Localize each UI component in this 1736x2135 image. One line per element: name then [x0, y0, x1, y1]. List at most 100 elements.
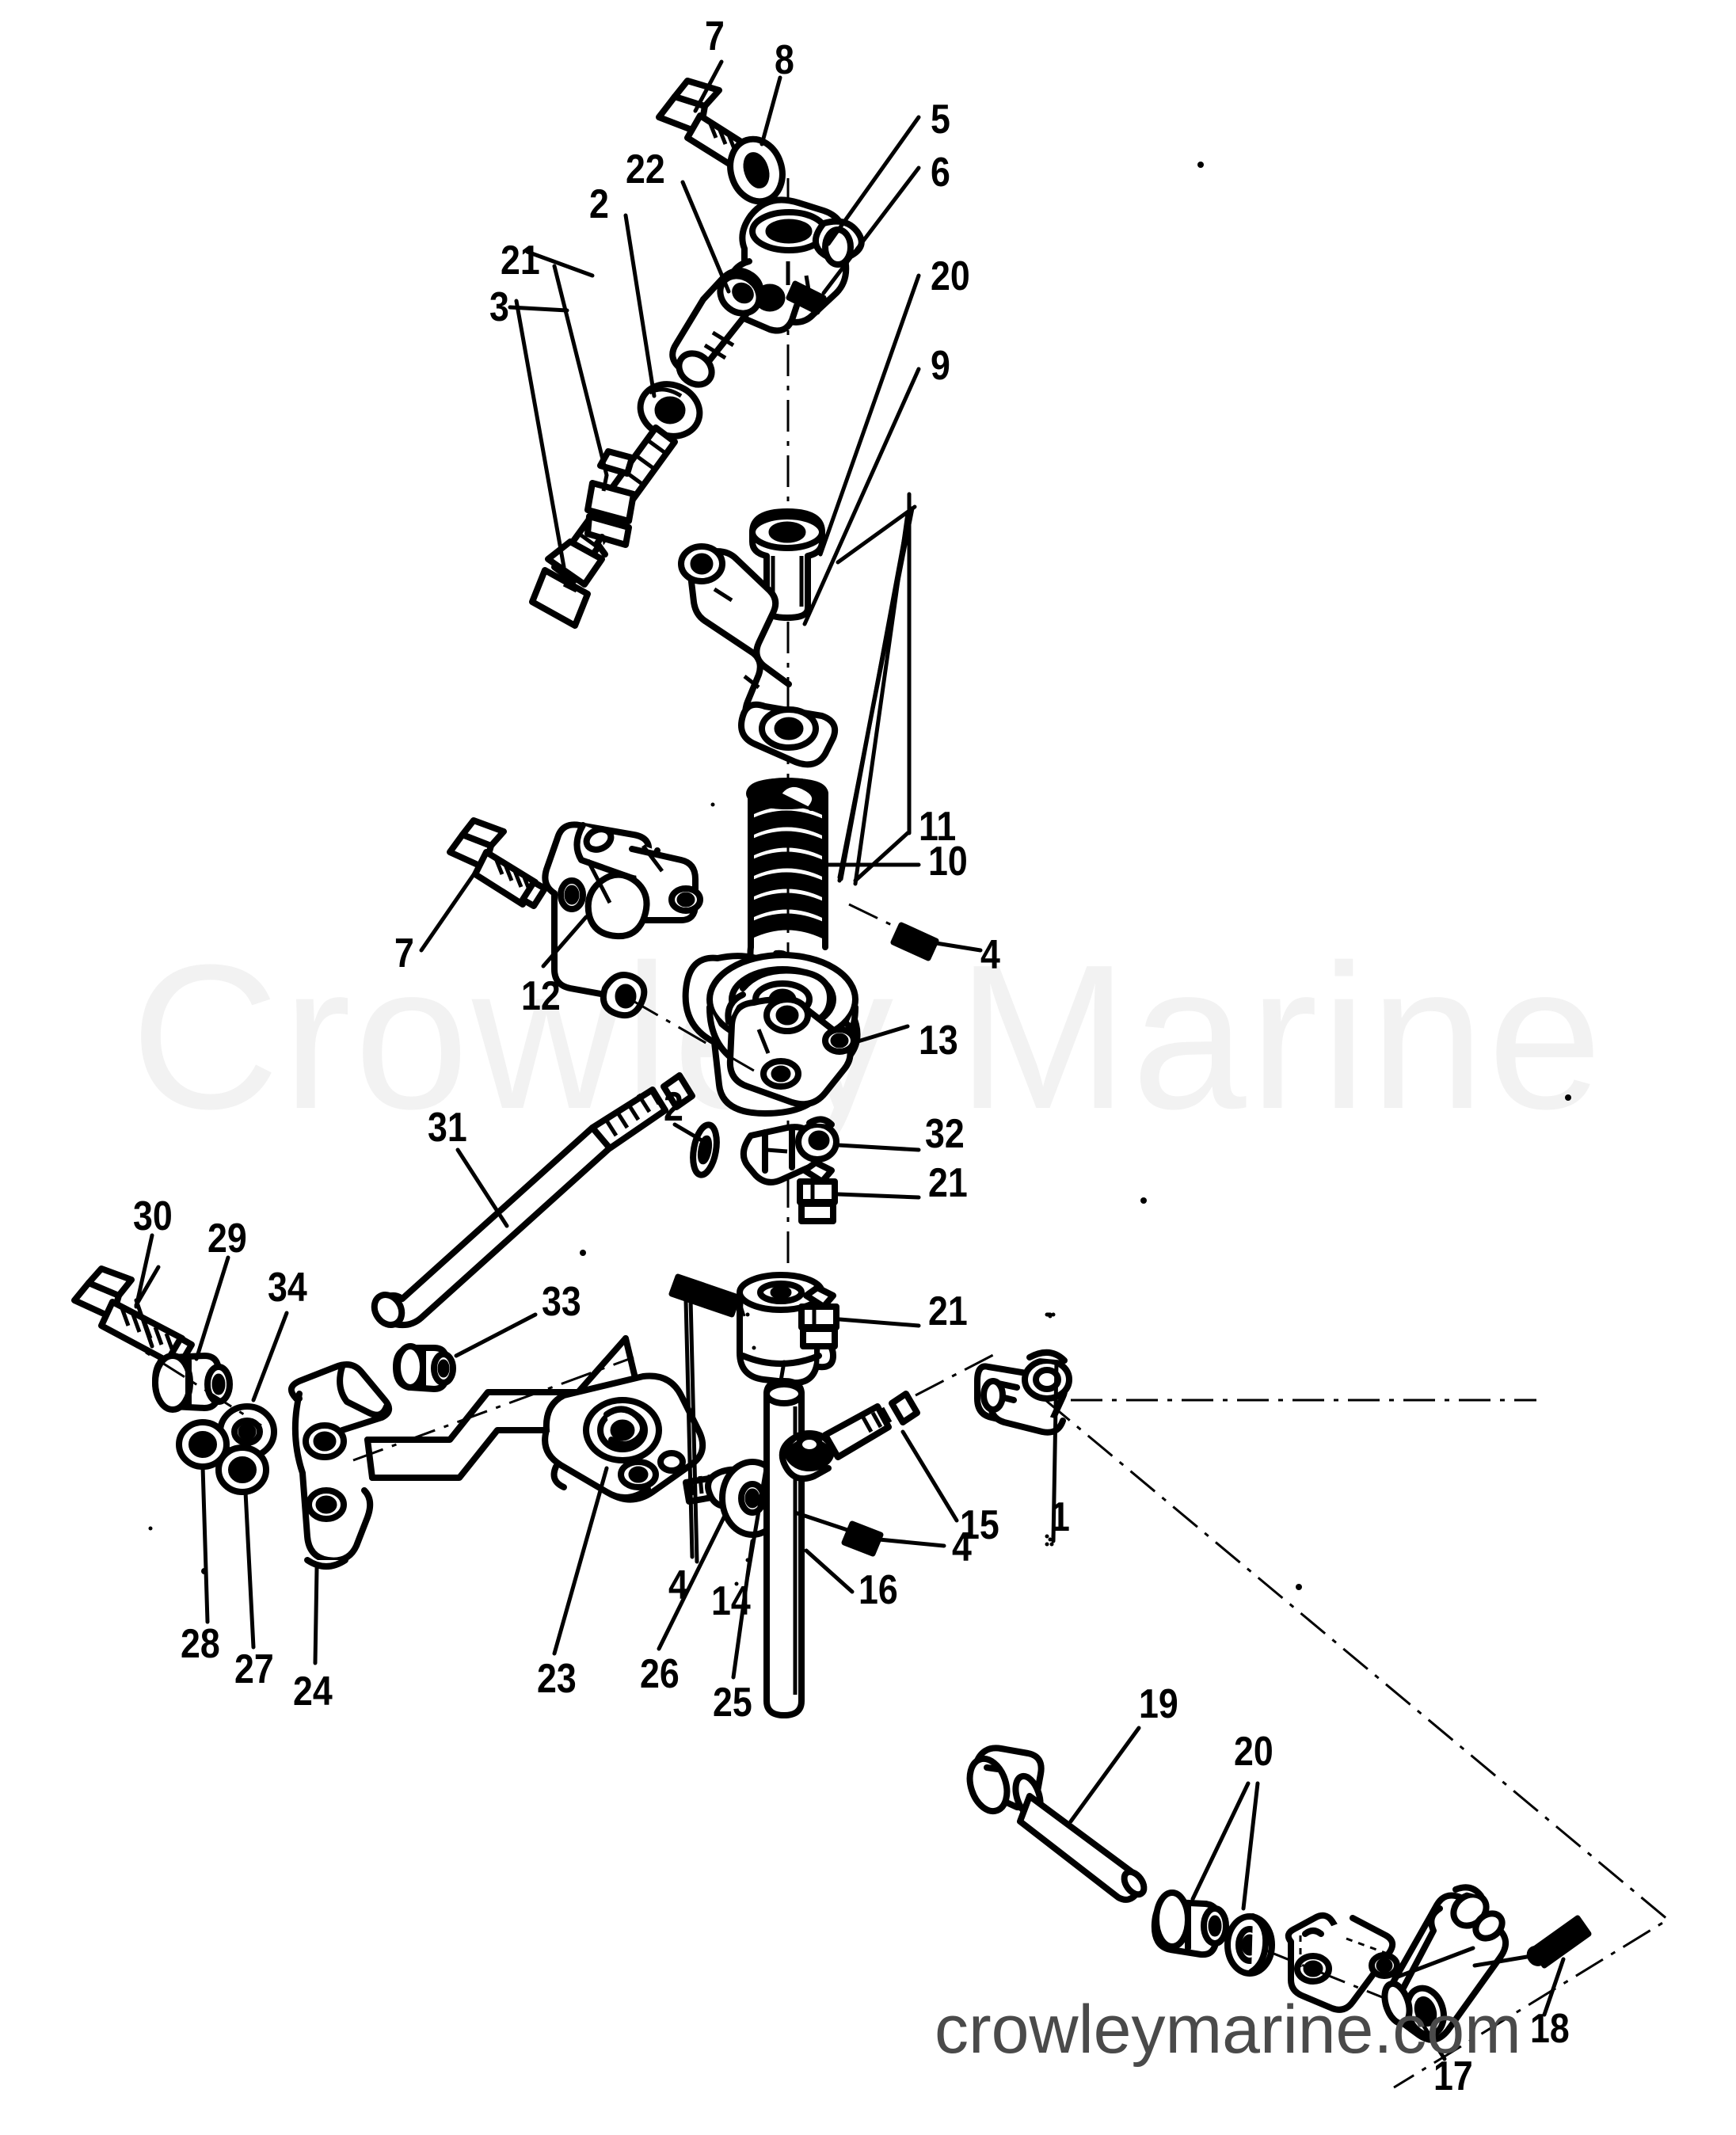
leader-30-lower: [134, 1298, 154, 1349]
callout-9: 9: [931, 343, 950, 389]
leader-3: [508, 305, 569, 313]
callout-11: 11: [919, 804, 957, 850]
callout-4a: 4: [980, 932, 1000, 978]
leader-15: [900, 1429, 959, 1523]
leader-16: [804, 1548, 855, 1594]
leader-23: [552, 1466, 609, 1656]
part-cam-plate-23: [542, 1372, 706, 1503]
part-pivot-shaft-19: [966, 1745, 1148, 1903]
callout-14: 14: [711, 1578, 751, 1624]
leader-21a-h: [525, 249, 595, 278]
part-washer-2-lower: [690, 1121, 720, 1178]
part-shift-shaft-16: [763, 1378, 805, 1718]
callout-2b: 2: [664, 1084, 683, 1130]
construction-line-to-bellcrank: [1045, 1399, 1670, 2089]
leader-20a: [818, 273, 921, 557]
part-spacer-bushing-29: [152, 1353, 233, 1413]
leader-6: [821, 166, 921, 295]
part-shift-rod-31: [371, 1072, 695, 1329]
scan-artifacts: [201, 162, 1571, 1590]
callout-10: 10: [928, 839, 968, 885]
callout-20b: 20: [1234, 1729, 1273, 1775]
part-pin-6: [786, 280, 827, 315]
leader-27: [243, 1490, 256, 1650]
leader-7a: [693, 59, 724, 113]
part-hex-bolt-mid: [447, 817, 548, 909]
leader-21b: [836, 1192, 921, 1200]
callout-15: 15: [960, 1502, 999, 1548]
leader-11-line: [853, 511, 910, 886]
leader-17: [1415, 2014, 1447, 2061]
leader-4a: [929, 940, 983, 953]
callout-2a: 2: [589, 181, 609, 227]
callout-18: 18: [1530, 2006, 1570, 2052]
callout-4b: 4: [668, 1562, 688, 1608]
callout-30: 30: [133, 1193, 173, 1239]
leader-33: [454, 1312, 538, 1358]
callout-19: 19: [1139, 1681, 1178, 1727]
leader-30: [134, 1233, 154, 1309]
part-mounting-bracket-12: [542, 821, 703, 1019]
part-rod-end-22: [669, 268, 763, 388]
part-bell-crank-17: [1381, 1884, 1509, 2043]
leader-21c: [837, 1317, 921, 1328]
callout-21a: 21: [501, 238, 540, 284]
part-hex-bolt-30: [71, 1265, 195, 1367]
leader-24: [313, 1566, 319, 1665]
callout-20a: 20: [931, 253, 970, 299]
leader-3-v: [514, 299, 566, 569]
leader-13: [853, 1024, 910, 1045]
callout-7a: 7: [705, 13, 725, 59]
leader-20b-a: [1190, 1781, 1251, 1901]
leader-1: [1051, 1360, 1059, 1543]
callout-27: 27: [234, 1646, 274, 1692]
part-bushing-20-lower-a: [1151, 1890, 1229, 1958]
centerline-balljoint: [915, 1353, 996, 1397]
part-lock-nut-21b: [797, 1159, 838, 1224]
callout-25: 25: [713, 1680, 752, 1726]
callout-26: 26: [640, 1651, 680, 1697]
centerline-bracket: [630, 998, 755, 1072]
callout-23: 23: [537, 1656, 577, 1702]
leader-34: [251, 1311, 289, 1402]
callout-31: 31: [428, 1105, 467, 1151]
part-roll-pin-18: [1526, 1915, 1592, 1969]
centerline-pin4b: [737, 1295, 746, 1317]
callout-24: 24: [293, 1669, 333, 1714]
part-lock-nut-21c: [798, 1284, 839, 1349]
centerline-pin4: [848, 903, 899, 930]
callout-21b: 21: [928, 1160, 968, 1206]
leader-32: [836, 1143, 921, 1152]
callout-21c: 21: [928, 1288, 968, 1334]
part-bracket-lower: [1285, 1912, 1400, 2013]
callout-32: 32: [925, 1111, 965, 1157]
part-throttle-arm-9: [678, 543, 839, 768]
callout-3: 3: [489, 284, 509, 330]
callout-33: 33: [542, 1279, 581, 1325]
part-bushing-20-lower-b: [1224, 1913, 1275, 1977]
leader-26: [657, 1509, 729, 1651]
leader-4b-v: [688, 1296, 699, 1564]
part-shift-lever-24: [288, 1361, 393, 1570]
leader-4c: [793, 1510, 850, 1532]
part-clevis-32: [740, 1116, 839, 1185]
leader-5: [826, 115, 921, 246]
callout-1: 1: [1050, 1494, 1070, 1540]
part-nut-28: [176, 1419, 230, 1470]
leader-4c-h: [877, 1537, 946, 1548]
part-ball-joint-link-15: [779, 1391, 920, 1482]
callout-16: 16: [858, 1567, 898, 1613]
callout-6: 6: [931, 150, 950, 196]
leader-18b: [1472, 1954, 1534, 1968]
part-bushing-collar-14: [737, 1272, 836, 1387]
callout-8: 8: [775, 37, 794, 83]
part-bushing-33: [393, 1343, 456, 1392]
leader-22: [680, 180, 731, 294]
part-washer-34: [217, 1403, 277, 1460]
leader-17b: [1391, 1946, 1475, 1981]
leader-8: [760, 75, 782, 147]
leader-2a: [623, 213, 657, 398]
leader-31: [455, 1147, 509, 1228]
part-roll-pin-4-upper: [890, 922, 939, 961]
